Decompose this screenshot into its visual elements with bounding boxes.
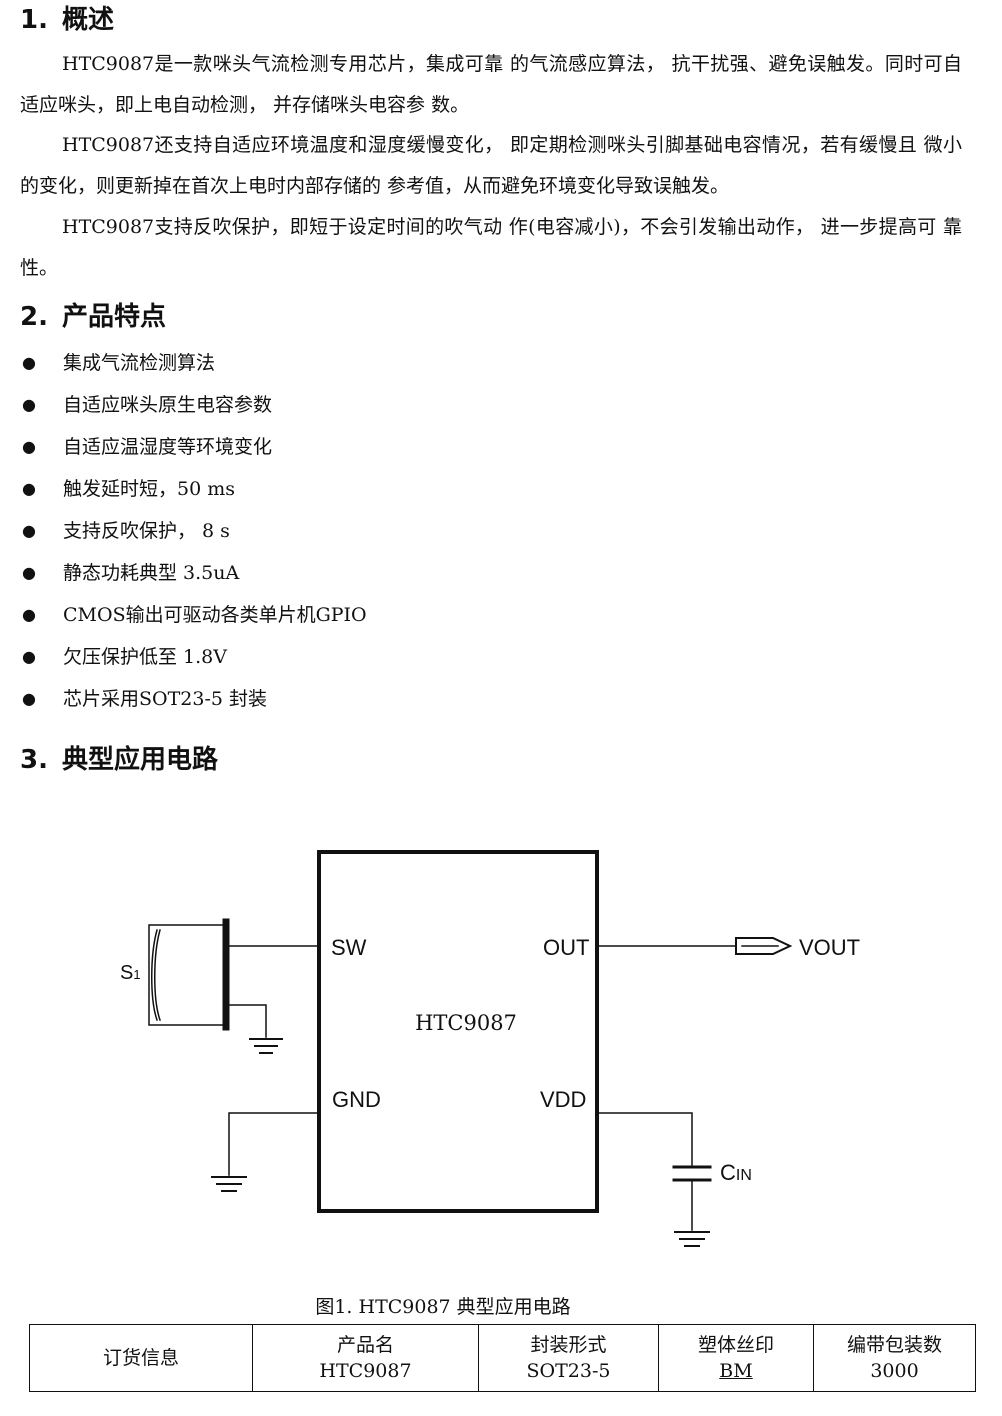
pin-label-gnd: GND	[332, 1087, 381, 1112]
section-title: 典型应用电路	[62, 745, 219, 775]
mic-label: S1	[120, 962, 141, 984]
list-item: ●支持反吹保护， 8 s	[20, 510, 620, 552]
bullet-icon: ●	[22, 689, 36, 708]
chip-name: HTC9087	[415, 1011, 517, 1035]
figure-caption: 图1. HTC9087 典型应用电路	[315, 1296, 571, 1318]
overview-paragraph-1: HTC9087是一款咪头气流检测专用芯片，集成可靠 的气流感应算法， 抗干扰强、…	[20, 53, 962, 116]
bullet-icon: ●	[22, 521, 36, 540]
list-item: ●触发延时短，50 ms	[20, 468, 620, 510]
ground-icon	[211, 1176, 247, 1192]
table-cell: 塑体丝印 BM	[658, 1324, 814, 1392]
order-info-table: 订货信息 产品名 HTC9087 封装形式 SOT23-5 塑体丝印 BM 编带…	[29, 1324, 976, 1392]
list-item: ●自适应温湿度等环境变化	[20, 426, 620, 468]
list-item: ●欠压保护低至 1.8V	[20, 636, 620, 678]
ground-icon	[674, 1231, 710, 1247]
table-cell: 封装形式 SOT23-5	[478, 1324, 659, 1392]
output-arrow-icon	[735, 937, 793, 955]
section-heading-circuit: 3. 典型应用电路	[20, 744, 218, 776]
section-number: 2.	[20, 302, 48, 332]
output-label: VOUT	[799, 935, 860, 960]
cap-label: CIN	[720, 1160, 752, 1185]
chip-body	[317, 850, 599, 1213]
list-item: ●芯片采用SOT23-5 封装	[20, 678, 620, 720]
table-cell: 编带包装数 3000	[813, 1324, 976, 1392]
ground-icon	[249, 1038, 283, 1054]
microphone-symbol	[148, 918, 230, 1031]
section-heading-overview: 1. 概述	[20, 4, 114, 36]
section-heading-features: 2. 产品特点	[20, 301, 166, 333]
bullet-icon: ●	[22, 647, 36, 666]
overview-paragraph-3: HTC9087支持反吹保护，即短于设定时间的吹气动 作(电容减小)，不会引发输出…	[20, 216, 962, 279]
section-number: 3.	[20, 745, 48, 775]
gnd-wire	[228, 1112, 320, 1176]
mic-ground-wire	[229, 1004, 267, 1038]
list-item: ●集成气流检测算法	[20, 342, 620, 384]
overview-paragraph-2: HTC9087还支持自适应环境温度和湿度缓慢变化， 即定期检测咪头引脚基础电容情…	[20, 134, 962, 197]
section-title: 产品特点	[62, 302, 167, 332]
bullet-icon: ●	[22, 395, 36, 414]
feature-list: ●集成气流检测算法 ●自适应咪头原生电容参数 ●自适应温湿度等环境变化 ●触发延…	[20, 342, 620, 720]
table-row-label: 订货信息	[29, 1324, 253, 1392]
list-item: ●自适应咪头原生电容参数	[20, 384, 620, 426]
list-item: ●静态功耗典型 3.5uA	[20, 552, 620, 594]
section-number: 1.	[20, 5, 48, 35]
list-item: ●CMOS输出可驱动各类单片机GPIO	[20, 594, 620, 636]
bullet-icon: ●	[22, 437, 36, 456]
bullet-icon: ●	[22, 479, 36, 498]
pin-label-out: OUT	[543, 935, 589, 960]
table-cell: 产品名 HTC9087	[252, 1324, 479, 1392]
circuit-diagram: SW OUT GND VDD VOUT S1 CIN HTC9087	[120, 850, 860, 1247]
pin-label-vdd: VDD	[540, 1087, 586, 1112]
pin-label-sw: SW	[331, 935, 367, 960]
capacitor-symbol	[672, 1165, 712, 1182]
vdd-wire	[596, 1112, 693, 1168]
table-row: 订货信息 产品名 HTC9087 封装形式 SOT23-5 塑体丝印 BM 编带…	[29, 1324, 976, 1392]
bullet-icon: ●	[22, 563, 36, 582]
bullet-icon: ●	[22, 353, 36, 372]
section-title: 概述	[62, 5, 115, 35]
bullet-icon: ●	[22, 605, 36, 624]
